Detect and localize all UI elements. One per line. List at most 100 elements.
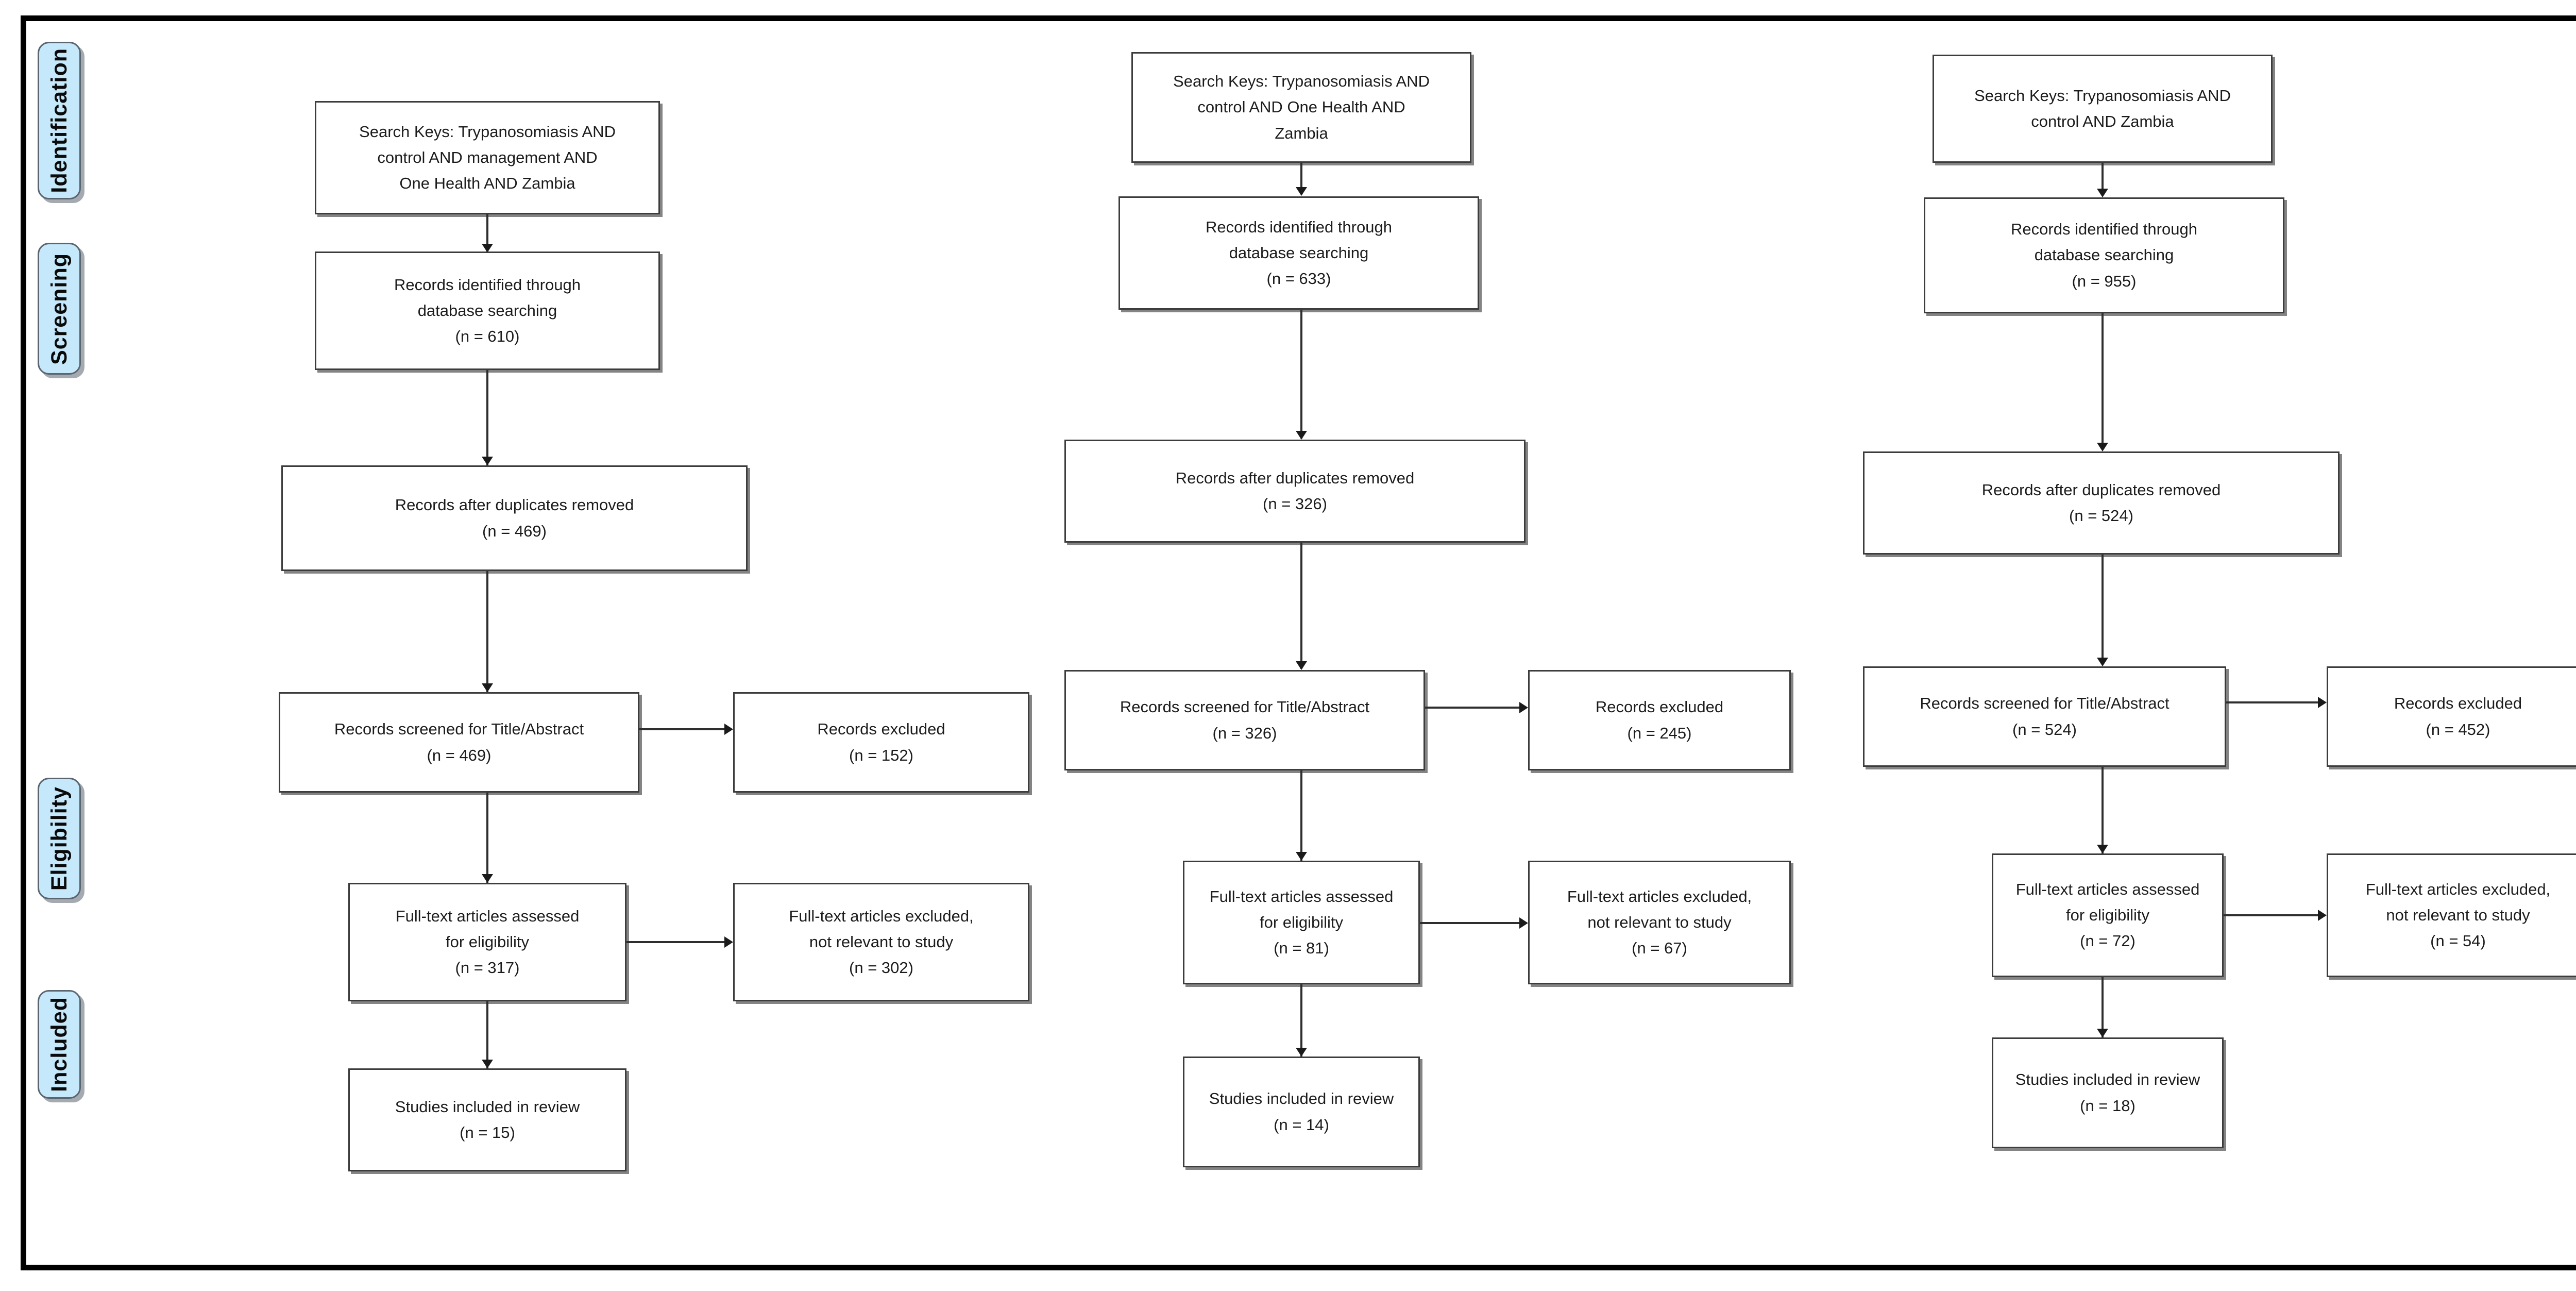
col1-records-identified-text: Records identified through database sear… — [394, 275, 581, 346]
col2-arrow-duplicates-to-screened — [1296, 661, 1307, 670]
col3-records-identified-text: Records identified through database sear… — [2011, 220, 2197, 290]
col3-conn-fulltext-to-excluded — [2224, 914, 2321, 916]
col3-conn-search-to-identified — [2102, 163, 2104, 195]
col3-arrow-duplicates-to-screened — [2097, 658, 2108, 666]
col2-records-excluded-box: Records excluded (n = 245) — [1528, 670, 1791, 770]
col2-records-screened-box: Records screened for Title/Abstract (n =… — [1064, 670, 1425, 770]
col2-studies-included-text: Studies included in review (n = 14) — [1209, 1089, 1394, 1134]
col1-conn-screened-to-fulltext — [486, 793, 488, 883]
col2-records-identified-text: Records identified through database sear… — [1206, 217, 1392, 288]
col2-conn-fulltext-to-excluded — [1420, 922, 1523, 924]
col1-fulltext-excluded-text: Full-text articles excluded, not relevan… — [789, 907, 974, 977]
col3-records-identified-box: Records identified through database sear… — [1924, 197, 2284, 313]
col2-arrow-fulltext-to-excluded — [1519, 917, 1528, 929]
col2-fulltext-excluded-text: Full-text articles excluded, not relevan… — [1567, 887, 1752, 958]
col2-arrow-identified-to-duplicates — [1296, 431, 1307, 440]
col3-conn-screened-to-fulltext — [2102, 767, 2104, 853]
col3-records-screened-box: Records screened for Title/Abstract (n =… — [1863, 666, 2226, 767]
col1-studies-included-box: Studies included in review (n = 15) — [348, 1068, 626, 1171]
col1-arrow-search-to-identified — [482, 244, 493, 253]
col1-conn-screened-to-excluded — [639, 728, 728, 730]
col3-arrow-fulltext-to-included — [2097, 1029, 2108, 1037]
stage-label-screening: Screening — [38, 243, 81, 375]
col2-search-keys-box: Search Keys: Trypanosomiasis AND control… — [1131, 52, 1471, 163]
diagram-outer-frame: Identification Screening Eligibility Inc… — [21, 15, 2576, 1270]
col2-search-keys-text: Search Keys: Trypanosomiasis AND control… — [1173, 72, 1430, 142]
col1-conn-duplicates-to-screened — [486, 571, 488, 692]
col2-conn-screened-to-fulltext — [1300, 770, 1302, 861]
col2-fulltext-assessed-box: Full-text articles assessed for eligibil… — [1183, 861, 1420, 984]
col1-studies-included-text: Studies included in review (n = 15) — [395, 1097, 580, 1142]
col1-conn-identified-to-duplicates — [486, 370, 488, 465]
col3-conn-fulltext-to-included — [2102, 977, 2104, 1038]
col2-studies-included-box: Studies included in review (n = 14) — [1183, 1057, 1420, 1167]
col2-conn-identified-to-duplicates — [1300, 310, 1302, 439]
col1-records-screened-text: Records screened for Title/Abstract (n =… — [334, 720, 584, 764]
col3-fulltext-assessed-text: Full-text articles assessed for eligibil… — [2015, 880, 2200, 950]
col2-duplicates-removed-text: Records after duplicates removed (n = 32… — [1175, 468, 1415, 513]
col3-arrow-search-to-identified — [2097, 189, 2108, 197]
col2-arrow-screened-to-fulltext — [1296, 852, 1307, 861]
col1-duplicates-removed-box: Records after duplicates removed (n = 46… — [281, 465, 748, 571]
col1-conn-search-to-identified — [486, 214, 488, 252]
col3-fulltext-excluded-text: Full-text articles excluded, not relevan… — [2365, 880, 2551, 950]
col3-records-excluded-text: Records excluded (n = 452) — [2394, 694, 2522, 739]
col1-duplicates-removed-text: Records after duplicates removed (n = 46… — [395, 496, 634, 540]
stage-label-identification-text: Identification — [46, 48, 72, 193]
col3-search-keys-box: Search Keys: Trypanosomiasis AND control… — [1933, 55, 2273, 163]
col2-duplicates-removed-box: Records after duplicates removed (n = 32… — [1064, 440, 1526, 543]
col3-studies-included-box: Studies included in review (n = 18) — [1992, 1037, 2224, 1148]
col1-conn-fulltext-to-included — [486, 1001, 488, 1068]
col2-conn-search-to-identified — [1300, 163, 1302, 194]
col2-fulltext-excluded-box: Full-text articles excluded, not relevan… — [1528, 861, 1791, 984]
stage-label-eligibility: Eligibility — [38, 778, 81, 899]
col1-records-screened-box: Records screened for Title/Abstract (n =… — [279, 692, 639, 793]
col2-fulltext-assessed-text: Full-text articles assessed for eligibil… — [1209, 887, 1394, 958]
col1-records-excluded-box: Records excluded (n = 152) — [733, 692, 1029, 793]
col3-arrow-identified-to-duplicates — [2097, 443, 2108, 451]
col1-fulltext-assessed-text: Full-text articles assessed for eligibil… — [395, 907, 580, 977]
col3-studies-included-text: Studies included in review (n = 18) — [2015, 1070, 2200, 1115]
col2-arrow-search-to-identified — [1296, 187, 1307, 196]
col1-arrow-duplicates-to-screened — [482, 683, 493, 692]
col3-conn-duplicates-to-screened — [2102, 555, 2104, 665]
col2-conn-fulltext-to-included — [1300, 984, 1302, 1057]
stage-label-included: Included — [38, 990, 81, 1099]
col3-fulltext-excluded-box: Full-text articles excluded, not relevan… — [2327, 853, 2576, 977]
col2-records-excluded-text: Records excluded (n = 245) — [1595, 698, 1724, 742]
col1-fulltext-excluded-box: Full-text articles excluded, not relevan… — [733, 883, 1029, 1001]
col1-records-identified-box: Records identified through database sear… — [315, 252, 660, 370]
stage-label-screening-text: Screening — [46, 253, 72, 365]
col1-arrow-identified-to-duplicates — [482, 457, 493, 465]
stage-label-included-text: Included — [46, 997, 72, 1092]
col3-conn-identified-to-duplicates — [2102, 313, 2104, 450]
col1-fulltext-assessed-box: Full-text articles assessed for eligibil… — [348, 883, 626, 1001]
col2-conn-screened-to-excluded — [1425, 707, 1523, 709]
col1-search-keys-text: Search Keys: Trypanosomiasis AND control… — [359, 122, 616, 193]
col2-records-identified-box: Records identified through database sear… — [1118, 196, 1479, 310]
prisma-flow-canvas: Identification Screening Eligibility Inc… — [26, 21, 2576, 1265]
col2-arrow-screened-to-excluded — [1519, 702, 1528, 713]
col2-conn-duplicates-to-screened — [1300, 543, 1302, 669]
col3-records-excluded-box: Records excluded (n = 452) — [2327, 666, 2576, 767]
col3-arrow-fulltext-to-excluded — [2318, 910, 2327, 921]
col1-conn-fulltext-to-excluded — [626, 941, 728, 943]
col3-duplicates-removed-box: Records after duplicates removed (n = 52… — [1863, 451, 2340, 555]
col2-arrow-fulltext-to-included — [1296, 1048, 1307, 1057]
col3-arrow-screened-to-excluded — [2318, 697, 2327, 708]
stage-label-eligibility-text: Eligibility — [46, 786, 72, 891]
col3-search-keys-text: Search Keys: Trypanosomiasis AND control… — [1974, 86, 2231, 130]
col3-arrow-screened-to-fulltext — [2097, 845, 2108, 853]
col1-arrow-screened-to-fulltext — [482, 874, 493, 883]
col2-records-screened-text: Records screened for Title/Abstract (n =… — [1120, 698, 1370, 742]
col3-duplicates-removed-text: Records after duplicates removed (n = 52… — [1981, 480, 2221, 525]
col1-arrow-fulltext-to-excluded — [724, 936, 733, 948]
col3-conn-screened-to-excluded — [2226, 701, 2321, 703]
col1-records-excluded-text: Records excluded (n = 152) — [817, 720, 945, 764]
col1-arrow-fulltext-to-included — [482, 1060, 493, 1068]
col1-arrow-screened-to-excluded — [724, 724, 733, 735]
col1-search-keys-box: Search Keys: Trypanosomiasis AND control… — [315, 101, 660, 214]
col3-fulltext-assessed-box: Full-text articles assessed for eligibil… — [1992, 853, 2224, 977]
col3-records-screened-text: Records screened for Title/Abstract (n =… — [1920, 694, 2170, 739]
stage-label-identification: Identification — [38, 42, 81, 199]
